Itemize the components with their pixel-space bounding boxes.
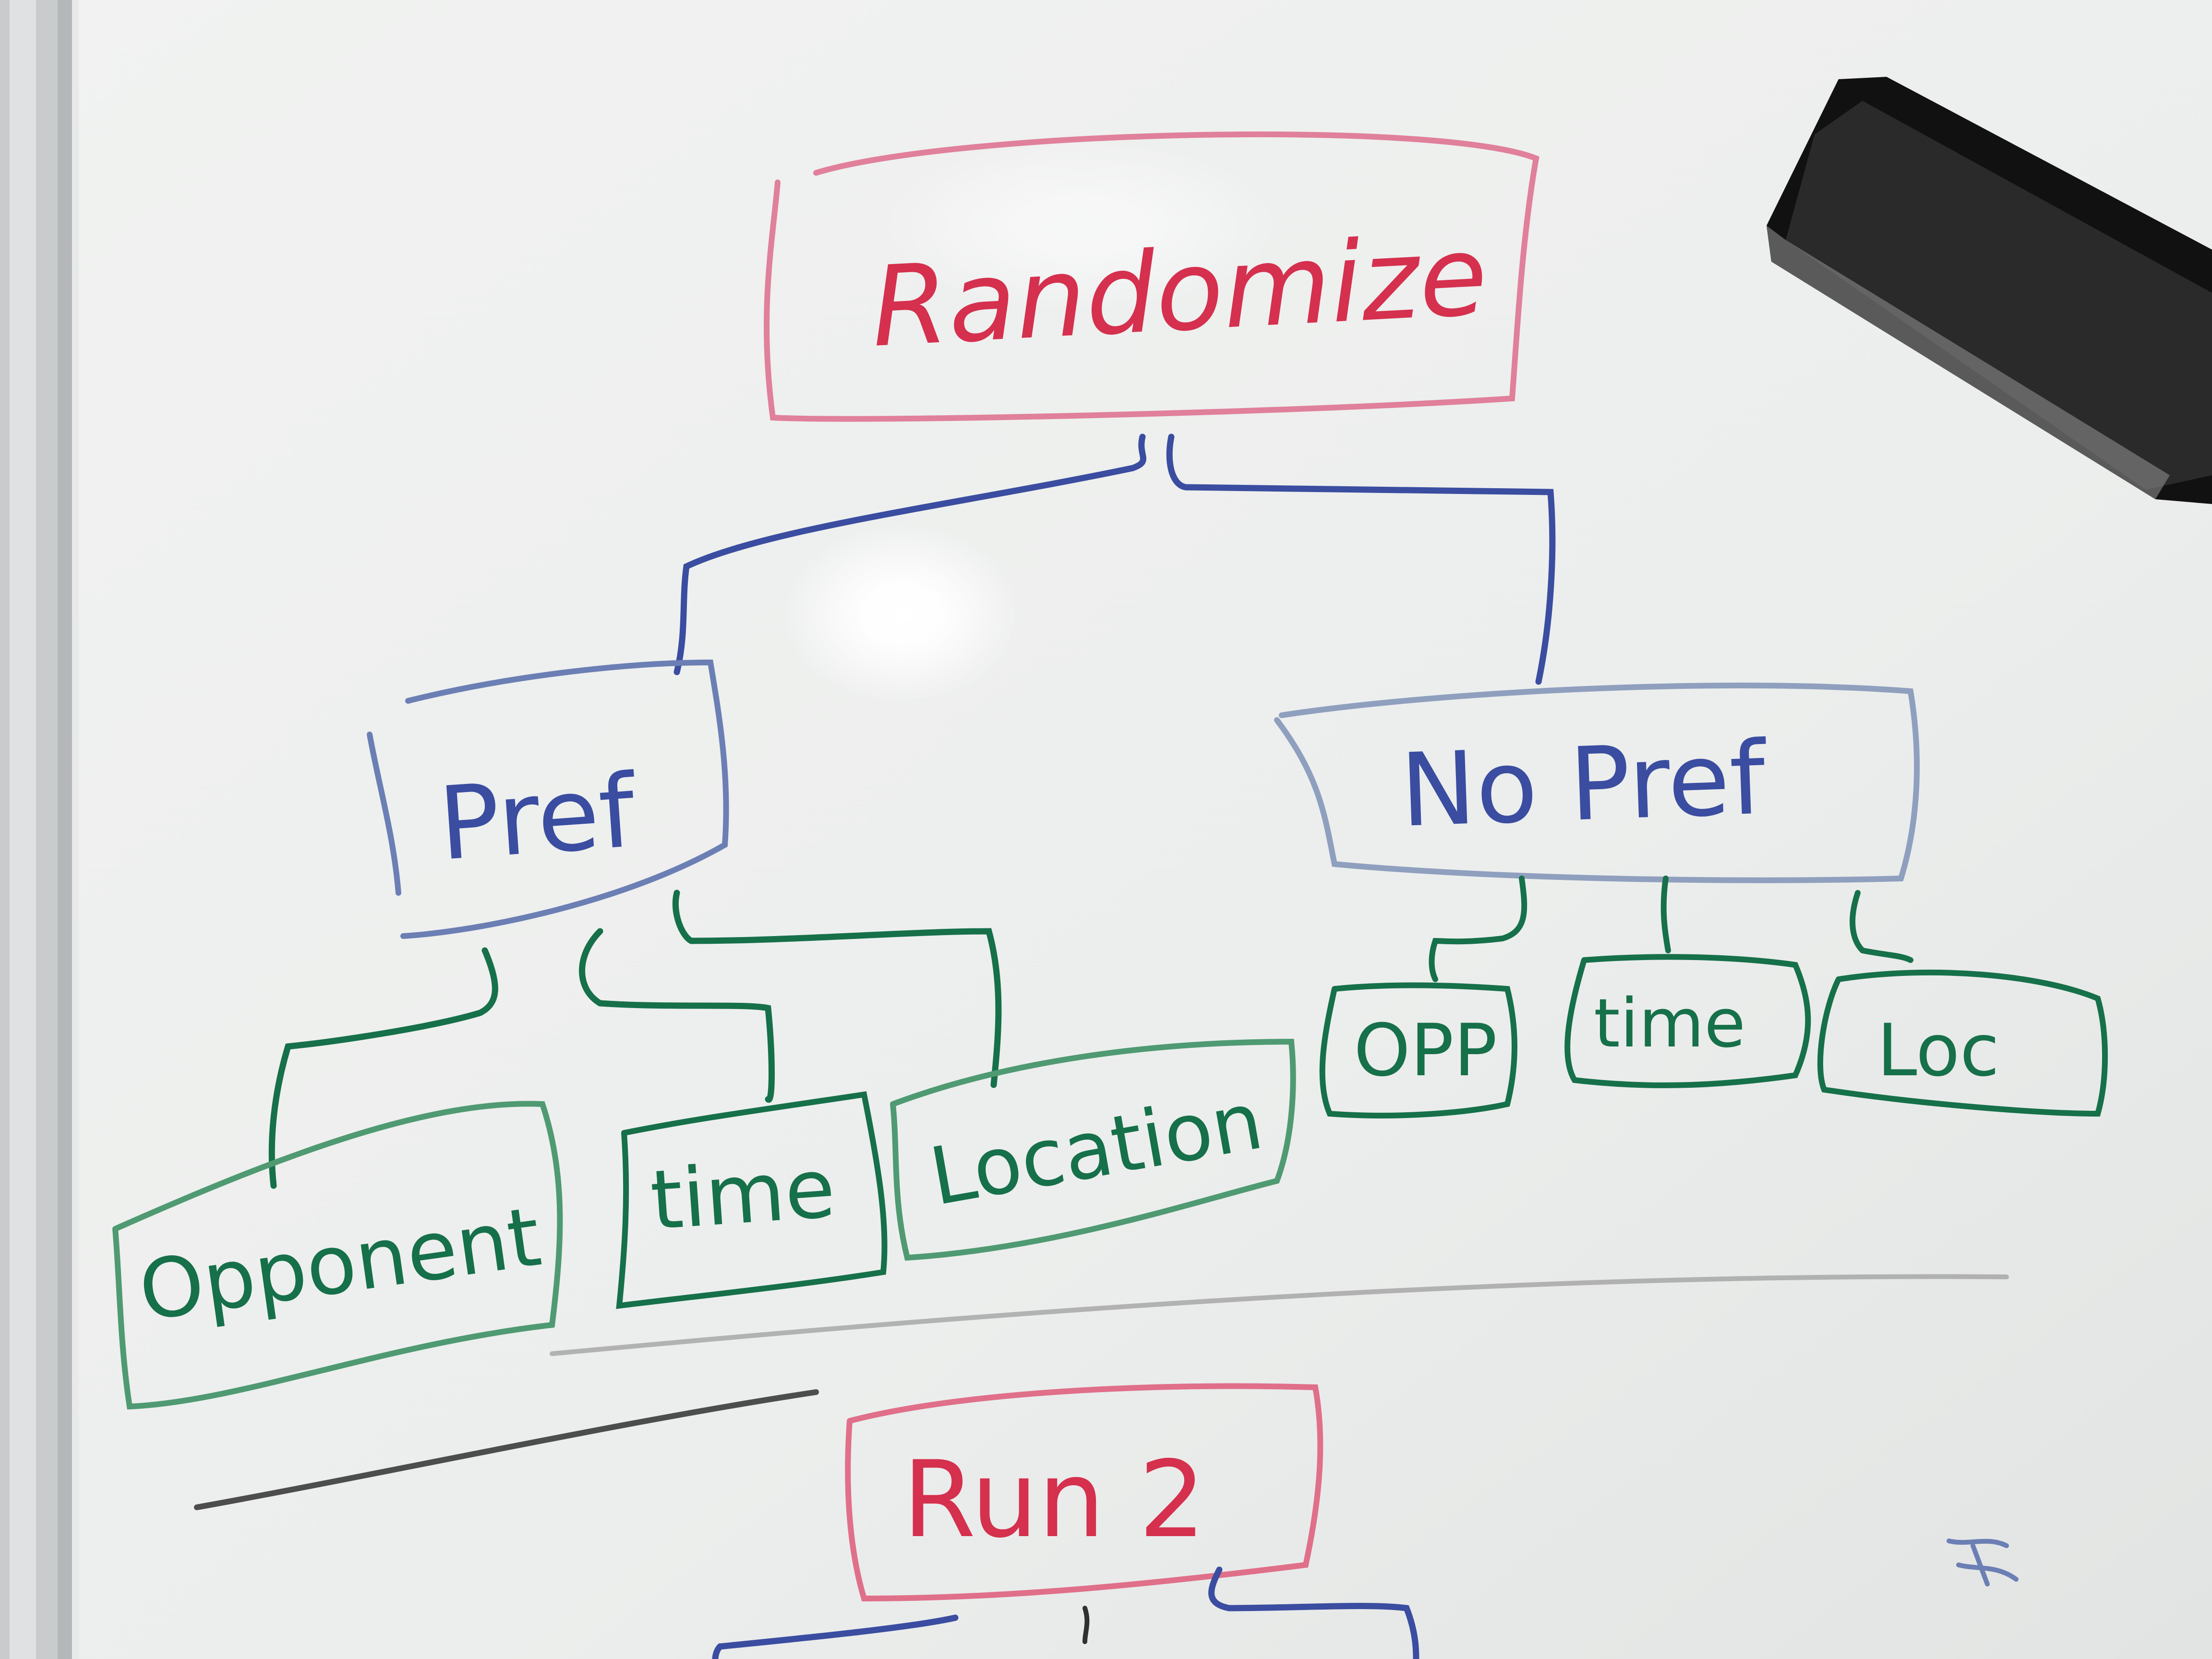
small-scribble-mark-icon [1947,1539,2019,1587]
divider-line-dark [194,1389,819,1510]
connector-nopref-opp [1429,876,1527,982]
time-box-right [1564,954,1811,1088]
loc-box [1817,969,2108,1117]
no-pref-label: No Pref [1398,719,1769,850]
connector-root-nopref [1166,433,1556,685]
time-label-right: time [1594,985,1745,1063]
connector-nopref-loc [1850,890,1913,963]
connector-nopref-time [1660,876,1671,953]
opponent-box [112,1101,563,1410]
run-2-box [845,1383,1323,1602]
connector-pref-time [579,928,775,1103]
opp-label: OPP [1354,1009,1497,1093]
board-frame-left [0,0,79,1659]
connector-run-left [712,1614,959,1659]
connector-run-mid [1082,1606,1090,1644]
connector-pref-location [672,890,1002,1088]
light-glare [782,523,1022,706]
time-label-left: time [648,1141,838,1249]
location-box [890,1038,1296,1261]
run-2-label: Run 2 [902,1438,1206,1561]
pref-label: Pref [435,752,640,883]
light-glare-top [878,139,1282,312]
whiteboard-eraser-icon [1767,77,2212,504]
pref-box [367,659,729,939]
divider-line-gray [550,1274,2009,1356]
connector-run-right [1208,1566,1419,1659]
connector-pref-opponent [268,947,498,1189]
loc-label: Loc [1877,1009,1999,1093]
connector-root-pref [673,433,1146,675]
time-box-left [616,1091,888,1309]
randomize-box [764,131,1539,422]
no-pref-box [1274,683,1920,883]
opp-box [1319,982,1517,1118]
